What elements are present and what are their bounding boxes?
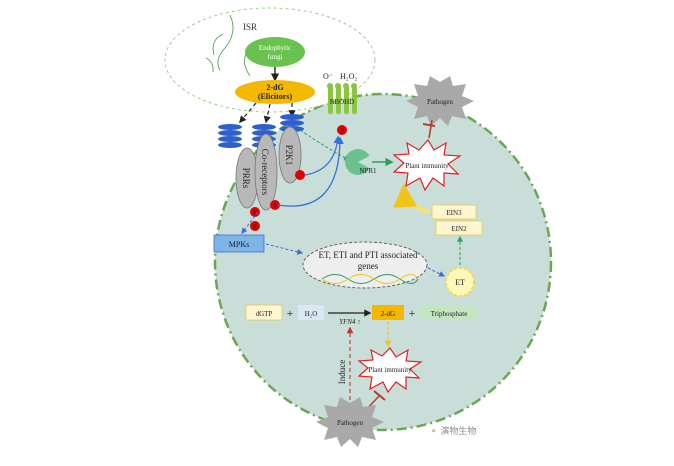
pathogen-top: Pathogen [406, 76, 474, 126]
ein2-box: EIN2 [435, 220, 483, 236]
p2k1-to-npr1-arrow [299, 129, 351, 161]
receptor-p2k1: P2K1 [278, 126, 302, 184]
watermark-text: 演物生物 [440, 427, 477, 437]
phospho-dots: P P P P [250, 170, 305, 231]
reaction-water: H₂O [298, 305, 324, 320]
ein3-label: EIN3 [446, 209, 462, 217]
watermark-icon: ⚬ [430, 427, 438, 437]
plant-immunity-bottom: Plant immunity [357, 347, 423, 394]
endophytic-fungi-label-2: fungi [268, 53, 283, 61]
isr-label: ISR [243, 22, 257, 32]
ein3-to-immunity-arrow [393, 183, 431, 214]
pathogen-bottom-label: Pathogen [337, 419, 364, 427]
mpks-box: MPKs [213, 234, 265, 253]
endophytic-fungi-label-1: Endophytic [259, 44, 291, 52]
et-node: ET [445, 267, 475, 297]
induce-label: Induce [337, 360, 347, 385]
elicitor-label-1: 2-dG [266, 83, 283, 92]
rbohd-label: RBOHD [330, 98, 355, 106]
reaction-dgtp: dGTP [245, 304, 283, 321]
watermark: ⚬ 演物生物 [430, 424, 476, 437]
elicitor-receptor-arrows [239, 102, 296, 124]
rbohd: RBOHD P [327, 83, 357, 135]
receptor-prrs: PRRs [235, 147, 259, 209]
ein3-box: EIN3 [431, 204, 477, 220]
elicitor-label-2: (Elicitors) [258, 92, 293, 101]
dgtp-label: dGTP [256, 310, 273, 318]
plant-immunity-top: Plant immunity [392, 138, 462, 192]
npr1-label: NPR1 [359, 167, 377, 175]
genes-label-2: genes [358, 261, 379, 271]
et-label: ET [455, 278, 465, 287]
reaction-plus-2: + [409, 306, 416, 320]
prrs-label: PRRs [241, 168, 251, 189]
product-2dg-label: 2-dG [381, 310, 395, 318]
reaction-plus-1: + [287, 306, 294, 320]
mpks-to-genes-arrow [265, 243, 304, 255]
npr1: NPR1 [345, 149, 377, 175]
ein2-label: EIN2 [451, 225, 467, 233]
p2k1-label: P2K1 [284, 145, 294, 166]
yfn4-label: YFN4 ↑ [339, 318, 361, 326]
pathogen-top-label: Pathogen [427, 98, 454, 106]
phospho-prrs: P [253, 211, 257, 217]
superoxide-label: O⁻ [323, 72, 333, 81]
receptor-coreceptors: Co-receptors [254, 133, 278, 211]
triphosphate-label: Triphosphate [431, 310, 468, 318]
mpks-label: MPKs [229, 240, 249, 249]
fungal-hyphae [205, 14, 251, 77]
plant-immunity-top-label: Plant immunity [405, 162, 449, 170]
blue-activation-arrows [277, 135, 344, 207]
genes-label-1: ET, ETI and PTI associated [318, 250, 418, 260]
coreceptors-label: Co-receptors [260, 149, 270, 196]
elicitor-2dg: 2-dG (Elicitors) [235, 80, 315, 104]
phospho-coreceptors: P [273, 204, 277, 210]
pathogen-bottom: Pathogen [316, 397, 384, 447]
phospho-p2k1: P [298, 174, 302, 180]
h2o2-label: H₂O₂ [340, 72, 357, 81]
reaction-triphosphate: Triphosphate [420, 305, 478, 320]
pathogen-top-inhibit [422, 119, 436, 139]
endophytic-fungi: Endophytic fungi [245, 37, 305, 67]
water-label: H₂O [305, 310, 318, 318]
phospho-rbohd: P [340, 129, 344, 135]
genes-cluster: ET, ETI and PTI associated genes [302, 241, 428, 289]
plant-immunity-bottom-label: Plant immunity [368, 366, 412, 374]
genes-to-et-arrow [427, 267, 446, 277]
prrs-to-mpks-arrow [241, 211, 259, 234]
reaction-2dg: 2-dG [372, 305, 404, 320]
phospho-mpk: P [253, 225, 257, 231]
